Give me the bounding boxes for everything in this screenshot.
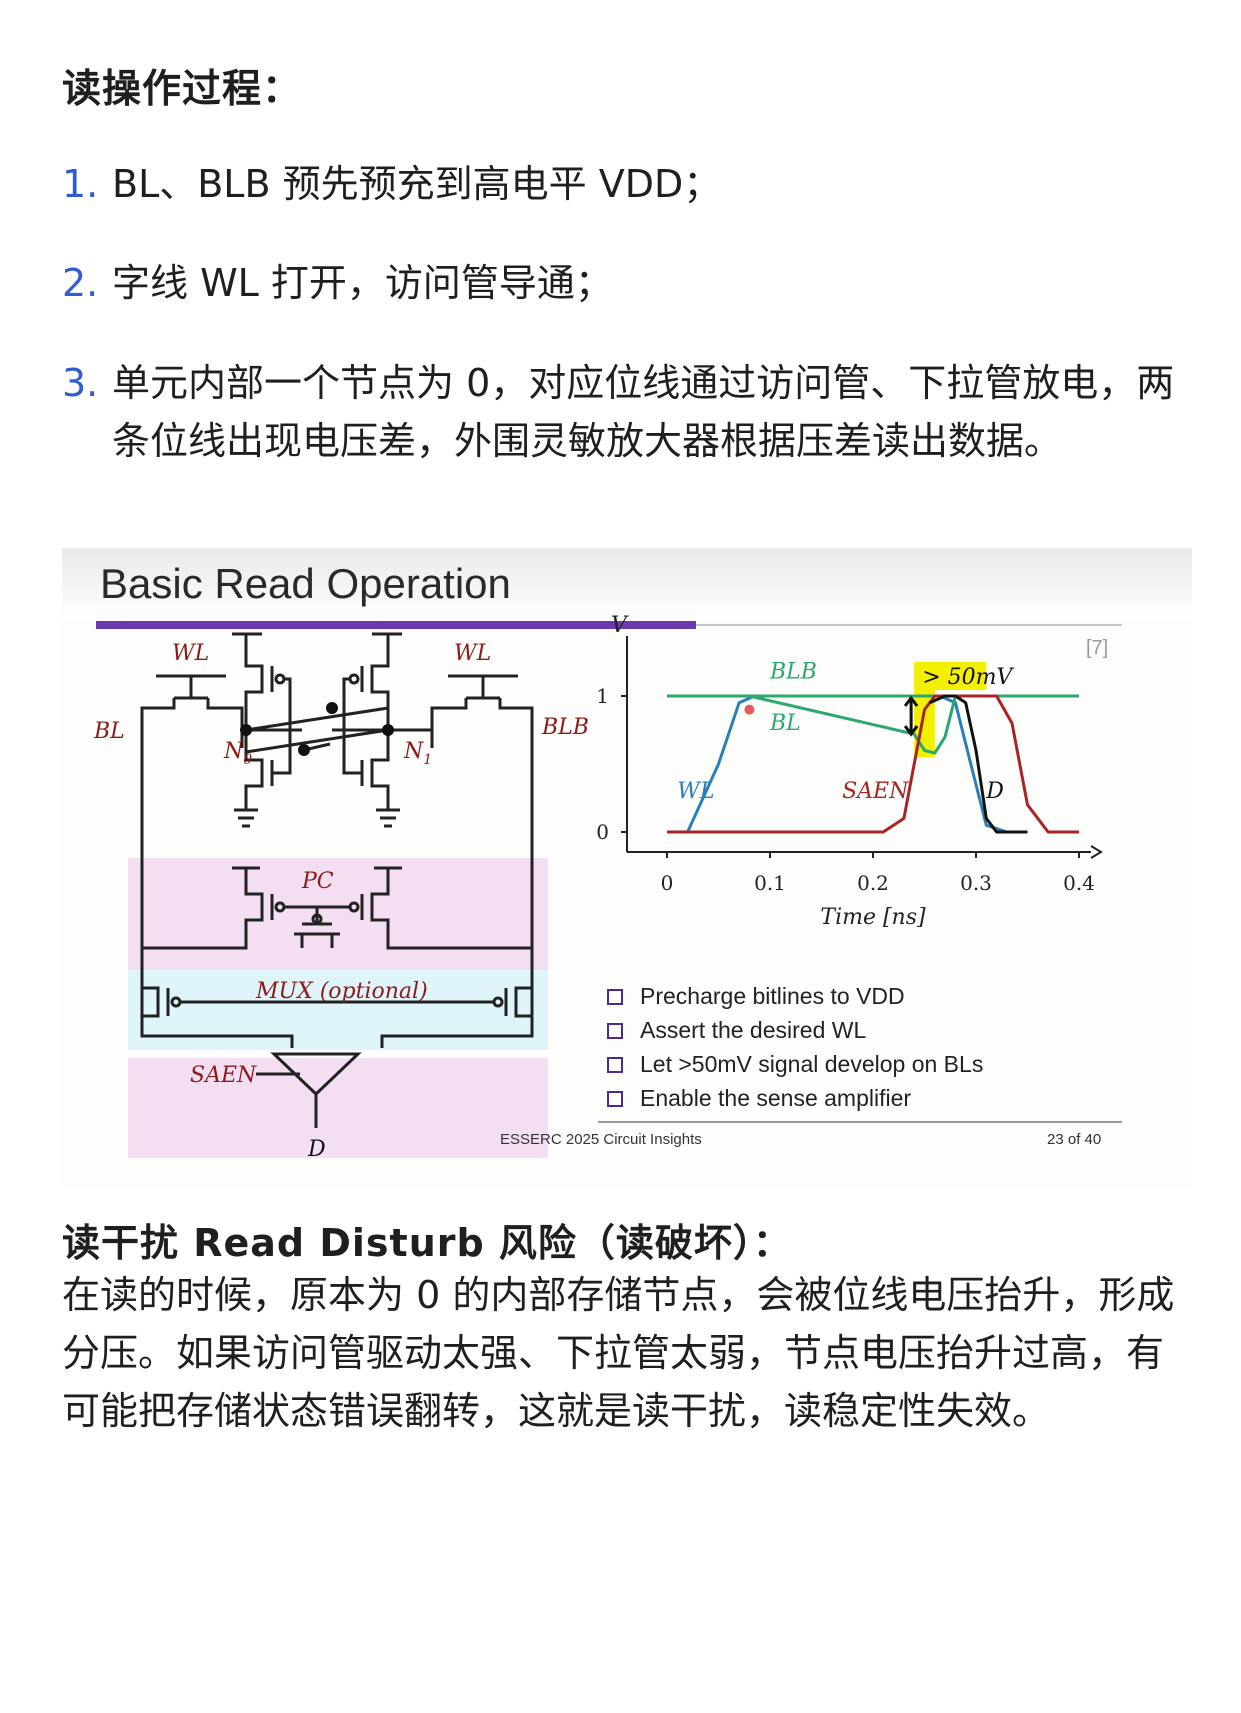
step-number: 3.	[62, 361, 99, 405]
step-text: 单元内部一个节点为 0，对应位线通过访问管、下拉管放电，两条位线出现电压差，外围…	[112, 361, 1175, 463]
annotation-50mv: > 50mV	[922, 665, 1014, 690]
read-disturb-body: 在读的时候，原本为 0 的内部存储节点，会被位线电压抬升，形成分压。如果访问管驱…	[62, 1273, 1175, 1433]
y-tick-label: 0	[596, 820, 609, 844]
annotation-box	[914, 662, 987, 690]
precharge-region	[128, 858, 548, 970]
footer-page: 23 of 40	[1047, 1131, 1101, 1148]
circuit-nodes	[240, 702, 394, 756]
series-label-saen: SAEN	[842, 779, 909, 804]
read-waveform-chart: 0 0.1 0.2 0.3 0.4 0 1 V Time [ns] WL BLB BL SAEN D > 5…	[596, 613, 1103, 930]
n1-label: N1	[403, 739, 432, 768]
wl-left-label: WL	[172, 641, 209, 666]
saen-label: SAEN	[190, 1063, 257, 1088]
read-disturb-heading: 读干扰 Read Disturb 风险（读破坏）：	[62, 1221, 792, 1265]
series-line-d	[928, 694, 1028, 834]
pc-label: PC	[301, 869, 334, 894]
x-tick-label: 0.1	[754, 871, 786, 895]
blb-label: BLB	[541, 715, 589, 740]
step-item-2: 2. 字线 WL 打开，访问管导通；	[62, 254, 1182, 312]
x-tick-label: 0.2	[857, 871, 889, 895]
delta-arrow-head	[903, 695, 919, 707]
x-tick-label: 0	[661, 871, 674, 895]
step-text: BL、BLB 预先预充到高电平 VDD；	[112, 162, 722, 206]
step-number: 1.	[62, 162, 99, 206]
bullet-text: Let >50mV signal develop on BLs	[640, 1051, 983, 1077]
checkbox-icon	[607, 1057, 623, 1073]
bullet-text: Precharge bitlines to VDD	[640, 983, 905, 1009]
x-tick-label: 0.4	[1063, 871, 1095, 895]
step-number: 2.	[62, 261, 99, 305]
step-item-1: 1. BL、BLB 预先预充到高电平 VDD；	[62, 155, 1182, 213]
series-label-blb: BLB	[769, 659, 817, 684]
mux-label: MUX (optional)	[255, 979, 428, 1004]
slide-image: Basic Read Operation [7]	[62, 548, 1192, 1188]
slide-title: Basic Read Operation	[100, 560, 511, 607]
checkbox-icon	[607, 989, 623, 1005]
bl-label: BL	[93, 719, 125, 744]
slide-bullets: Precharge bitlines to VDD Assert the des…	[607, 983, 983, 1111]
series-label-bl: BL	[769, 711, 801, 736]
read-process-heading: 读操作过程：	[62, 67, 303, 112]
step-text: 字线 WL 打开，访问管导通；	[112, 261, 613, 305]
checkbox-icon	[607, 1091, 623, 1107]
laser-pointer-dot	[744, 704, 755, 715]
x-tick-label: 0.3	[960, 871, 992, 895]
x-axis-label: Time [ns]	[820, 905, 926, 930]
series-label-d: D	[985, 779, 1004, 804]
y-tick-label: 1	[596, 684, 609, 708]
y-axis-label: V	[611, 613, 629, 638]
series-line-bl	[667, 694, 957, 755]
step-item-3: 3. 单元内部一个节点为 0，对应位线通过访问管、下拉管放电，两条位线出现电压差…	[62, 354, 1182, 470]
n0-label: N0	[223, 739, 252, 768]
series-label-wl: WL	[677, 779, 714, 804]
bullet-text: Enable the sense amplifier	[640, 1085, 911, 1111]
series-line-saen	[667, 694, 1079, 834]
wl-right-label: WL	[454, 641, 491, 666]
x-axis-arrow	[1090, 845, 1103, 859]
checkbox-icon	[607, 1023, 623, 1039]
bullet-text: Assert the desired WL	[640, 1017, 866, 1043]
output-d-label: D	[307, 1137, 326, 1162]
footer-conference: ESSERC 2025 Circuit Insights	[500, 1131, 702, 1148]
title-underline	[96, 621, 696, 629]
delta-arrow-head	[903, 725, 919, 737]
reference-tag: [7]	[1086, 637, 1108, 659]
